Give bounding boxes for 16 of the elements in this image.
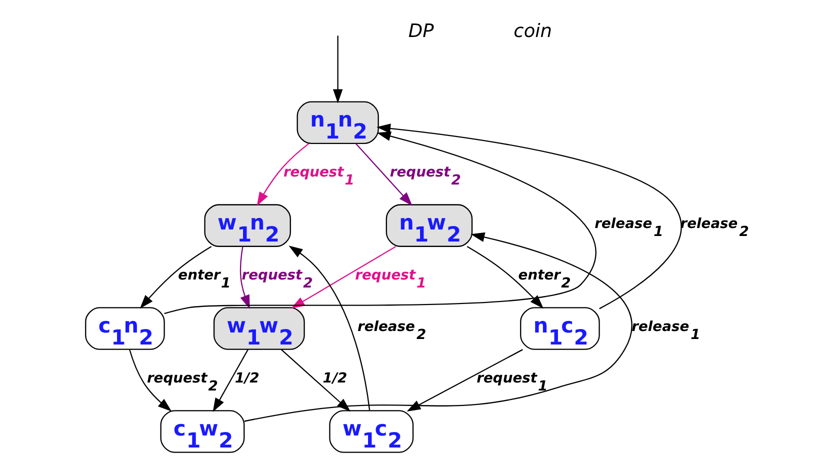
arrow	[244, 232, 632, 422]
arrow	[406, 349, 522, 412]
label: coin	[513, 20, 552, 42]
arrow	[212, 349, 248, 412]
arrow	[256, 143, 308, 206]
arrow	[128, 350, 172, 412]
arrow	[239, 246, 250, 310]
arrow	[354, 143, 412, 206]
arrow	[332, 36, 342, 104]
arrow	[164, 131, 596, 314]
arrow	[139, 246, 212, 309]
label: DP	[408, 20, 434, 42]
arrow	[376, 124, 682, 310]
edge-label: 1/2	[322, 370, 347, 386]
edge-label: 1/2	[234, 370, 259, 386]
arrow	[466, 246, 544, 309]
